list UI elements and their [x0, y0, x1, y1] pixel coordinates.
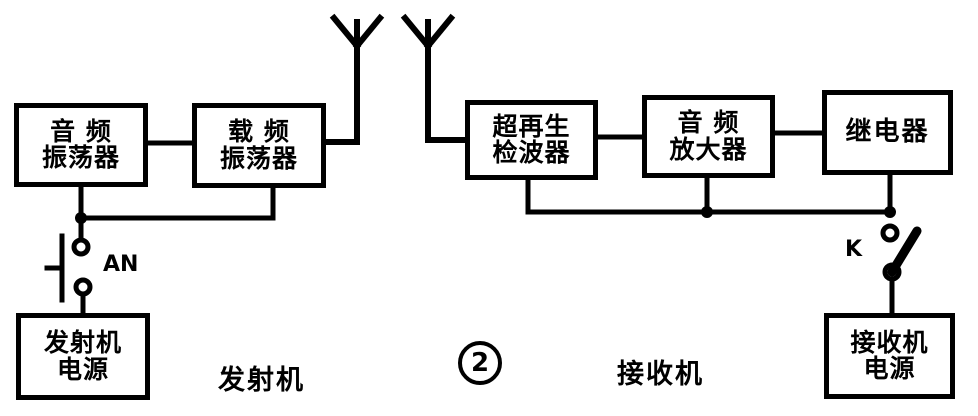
- block-super-regenerative-detector[interactable]: 超再生 检波器: [465, 100, 598, 180]
- block-receiver-power-supply-line1: 接收机: [850, 327, 929, 357]
- block-carrier-oscillator[interactable]: 载 频 振荡器: [192, 103, 326, 188]
- k-switch-label: K: [845, 237, 863, 262]
- figure-number: 2: [458, 341, 502, 385]
- transmitter-caption: 发射机: [218, 365, 305, 396]
- block-audio-oscillator[interactable]: 音 频 振荡器: [14, 103, 148, 187]
- block-receiver-power-supply-line2: 电源: [863, 354, 916, 383]
- an-switch: [44, 215, 93, 316]
- block-transmitter-power-supply-line1: 发射机: [43, 328, 122, 357]
- block-audio-amplifier-line2: 放大器: [669, 134, 748, 164]
- junction-dot-amplifier: [701, 206, 713, 218]
- block-carrier-oscillator-line2: 振荡器: [219, 143, 298, 173]
- junction-dot-relay: [884, 206, 896, 218]
- block-audio-amplifier[interactable]: 音 频 放大器: [642, 95, 775, 178]
- block-audio-amplifier-line1: 音 频: [677, 108, 740, 137]
- transmitter-ground-bus: [78, 184, 276, 221]
- receiver-caption: 接收机: [617, 359, 704, 390]
- block-relay-line1: 继电器: [845, 116, 930, 147]
- block-carrier-oscillator-line1: 载 频: [228, 117, 290, 146]
- block-transmitter-power-supply[interactable]: 发射机 电源: [16, 313, 150, 400]
- block-audio-oscillator-line1: 音 频: [50, 116, 112, 146]
- block-audio-oscillator-line2: 振荡器: [41, 143, 120, 172]
- k-switch-blade: [887, 226, 922, 277]
- receive-antenna: [400, 13, 456, 143]
- block-relay[interactable]: 继电器: [822, 90, 953, 175]
- block-receiver-power-supply[interactable]: 接收机 电源: [824, 313, 955, 399]
- block-detector-line2: 检波器: [492, 138, 571, 167]
- block-detector-line1: 超再生: [492, 111, 571, 141]
- transmit-antenna: [323, 13, 385, 145]
- block-transmitter-power-supply-line2: 电源: [56, 354, 109, 384]
- an-switch-label: AN: [103, 252, 139, 277]
- k-switch: [880, 223, 902, 316]
